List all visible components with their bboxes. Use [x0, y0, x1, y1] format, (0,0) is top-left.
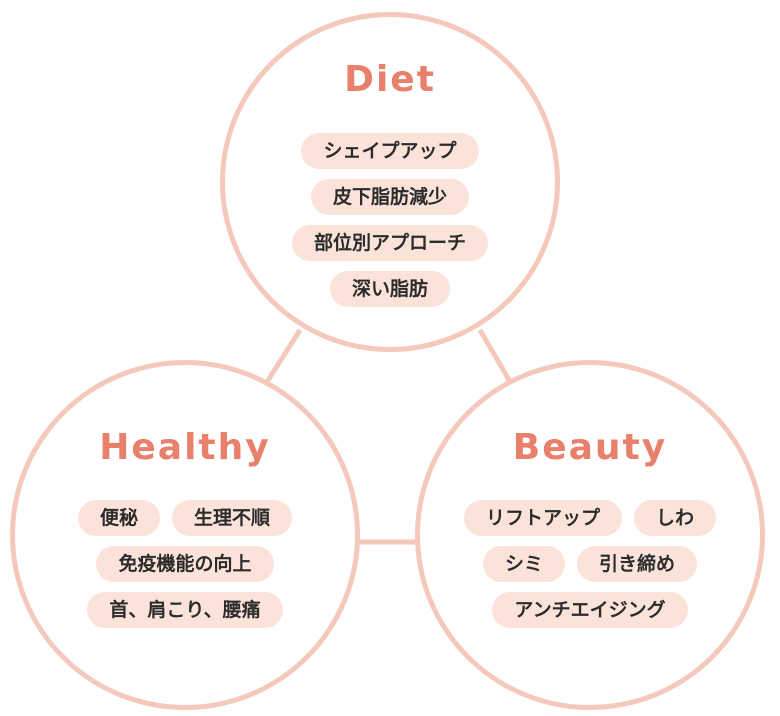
- healthy-tags: 便秘 生理不順 免疫機能の向上 首、肩こり、腰痛: [15, 500, 355, 628]
- beauty-tag-row-1: リフトアップ しわ: [463, 500, 717, 536]
- beauty-tag-spots: シミ: [482, 546, 565, 582]
- healthy-tag-irregular-period: 生理不順: [172, 500, 293, 536]
- beauty-title: Beauty: [512, 427, 668, 468]
- diet-tags: シェイプアップ 皮下脂肪減少 部位別アプローチ 深い脂肪: [225, 133, 555, 307]
- diet-circle: Diet シェイプアップ 皮下脂肪減少 部位別アプローチ 深い脂肪: [220, 12, 560, 352]
- healthy-title: Healthy: [99, 427, 271, 468]
- beauty-tag-lift-up: リフトアップ: [463, 500, 622, 536]
- healthy-circle: Healthy 便秘 生理不順 免疫機能の向上 首、肩こり、腰痛: [10, 360, 360, 710]
- connector-diet-beauty: [477, 328, 515, 387]
- connector-diet-healthy: [262, 328, 303, 387]
- beauty-circle: Beauty リフトアップ しわ シミ 引き締め アンチエイジング: [415, 360, 765, 710]
- beauty-tags: リフトアップ しわ シミ 引き締め アンチエイジング: [420, 500, 760, 628]
- beauty-tag-wrinkles: しわ: [634, 500, 717, 536]
- beauty-tag-row-2: シミ 引き締め: [482, 546, 698, 582]
- healthy-tag-constipation: 便秘: [77, 500, 160, 536]
- beauty-tag-tightening: 引き締め: [577, 546, 698, 582]
- diet-tag-deep-fat: 深い脂肪: [329, 271, 450, 307]
- beauty-tag-anti-aging: アンチエイジング: [492, 592, 688, 628]
- healthy-tag-immunity: 免疫機能の向上: [96, 546, 274, 582]
- diet-tag-shape-up: シェイプアップ: [301, 133, 479, 169]
- healthy-tag-row: 便秘 生理不順: [77, 500, 293, 536]
- diet-tag-subcutaneous-fat: 皮下脂肪減少: [310, 179, 469, 215]
- diet-tag-targeted-approach: 部位別アプローチ: [291, 225, 488, 261]
- diet-title: Diet: [344, 59, 436, 100]
- healthy-tag-neck-shoulder-back: 首、肩こり、腰痛: [87, 592, 283, 628]
